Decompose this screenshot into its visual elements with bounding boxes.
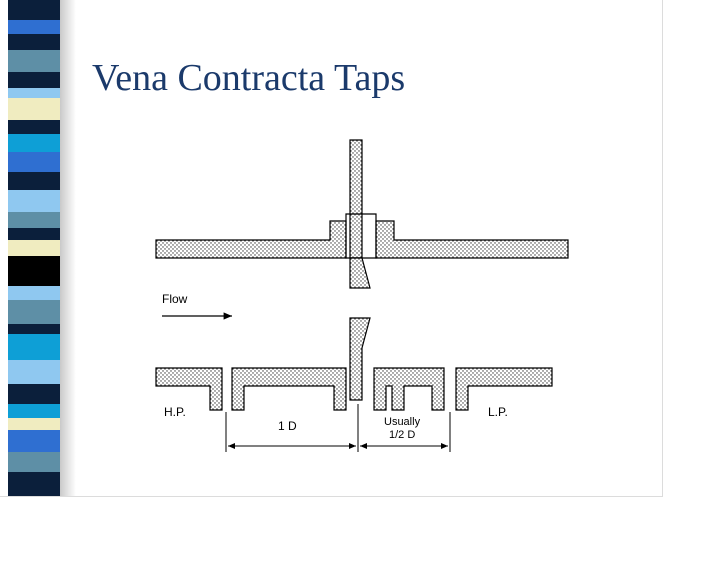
dimension-lines [225, 404, 451, 452]
bottom-pipe-wall [155, 367, 553, 411]
lp-label: L.P. [488, 405, 508, 419]
downstream-distance-line1: Usually [384, 416, 421, 428]
slide: Vena Contracta Taps [0, 0, 663, 497]
orifice-plate [345, 139, 377, 401]
slide-title: Vena Contracta Taps [92, 57, 406, 99]
downstream-distance-line2: 1/2 D [389, 429, 415, 441]
orifice-diagram: Flow H.P. L.P. 1 D Usually 1/2 D [155, 139, 569, 452]
stripe-shadow [60, 0, 76, 496]
hp-label: H.P. [164, 405, 186, 419]
flow-label: Flow [162, 292, 188, 306]
upstream-distance-label: 1 D [278, 419, 297, 433]
decorative-stripe-bar [8, 0, 60, 496]
